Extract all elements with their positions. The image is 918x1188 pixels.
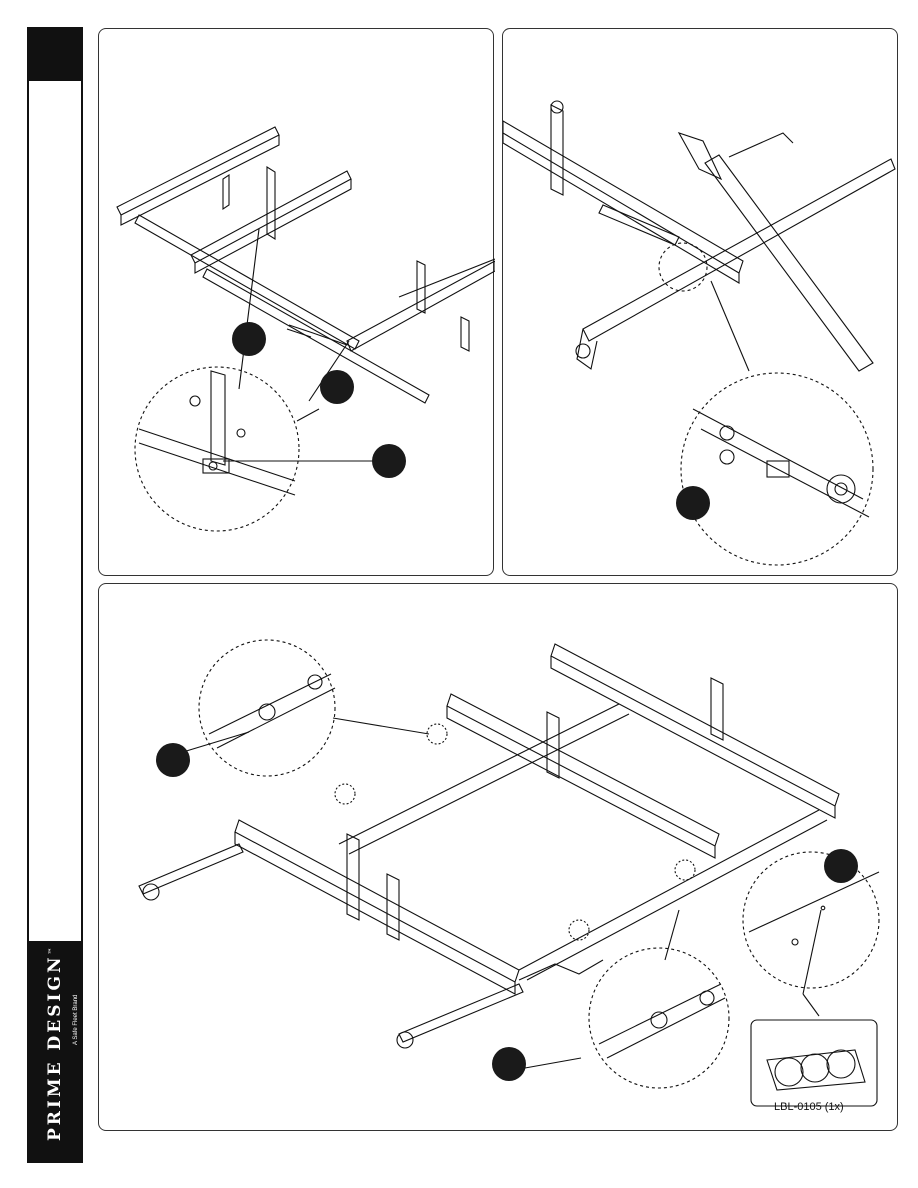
part-number-label: LBL-0105 (1x)	[774, 1101, 844, 1113]
callout-6-dot	[492, 1047, 526, 1081]
callout-3-dot	[372, 444, 406, 478]
rack-detail-drawing-a	[99, 29, 495, 577]
rack-assembly-drawing	[99, 584, 899, 1132]
callout-2-dot	[320, 370, 354, 404]
sidebar-top-tab	[29, 29, 81, 81]
figure-panel-top-left	[98, 28, 494, 576]
callout-7-dot	[824, 849, 858, 883]
sidebar-strip: PRIME DESIGN™ A Safe Fleet Brand	[27, 27, 83, 1163]
brand-logo-block: PRIME DESIGN™ A Safe Fleet Brand	[29, 941, 81, 1161]
rack-detail-drawing-b	[503, 29, 899, 577]
callout-1-dot	[232, 322, 266, 356]
figure-panel-bottom	[98, 583, 898, 1131]
callout-4-dot	[676, 486, 710, 520]
brand-tagline: A Safe Fleet Brand	[73, 995, 79, 1045]
figure-panel-top-right	[502, 28, 898, 576]
callout-5-dot	[156, 743, 190, 777]
brand-logo: PRIME DESIGN™	[45, 944, 65, 1141]
